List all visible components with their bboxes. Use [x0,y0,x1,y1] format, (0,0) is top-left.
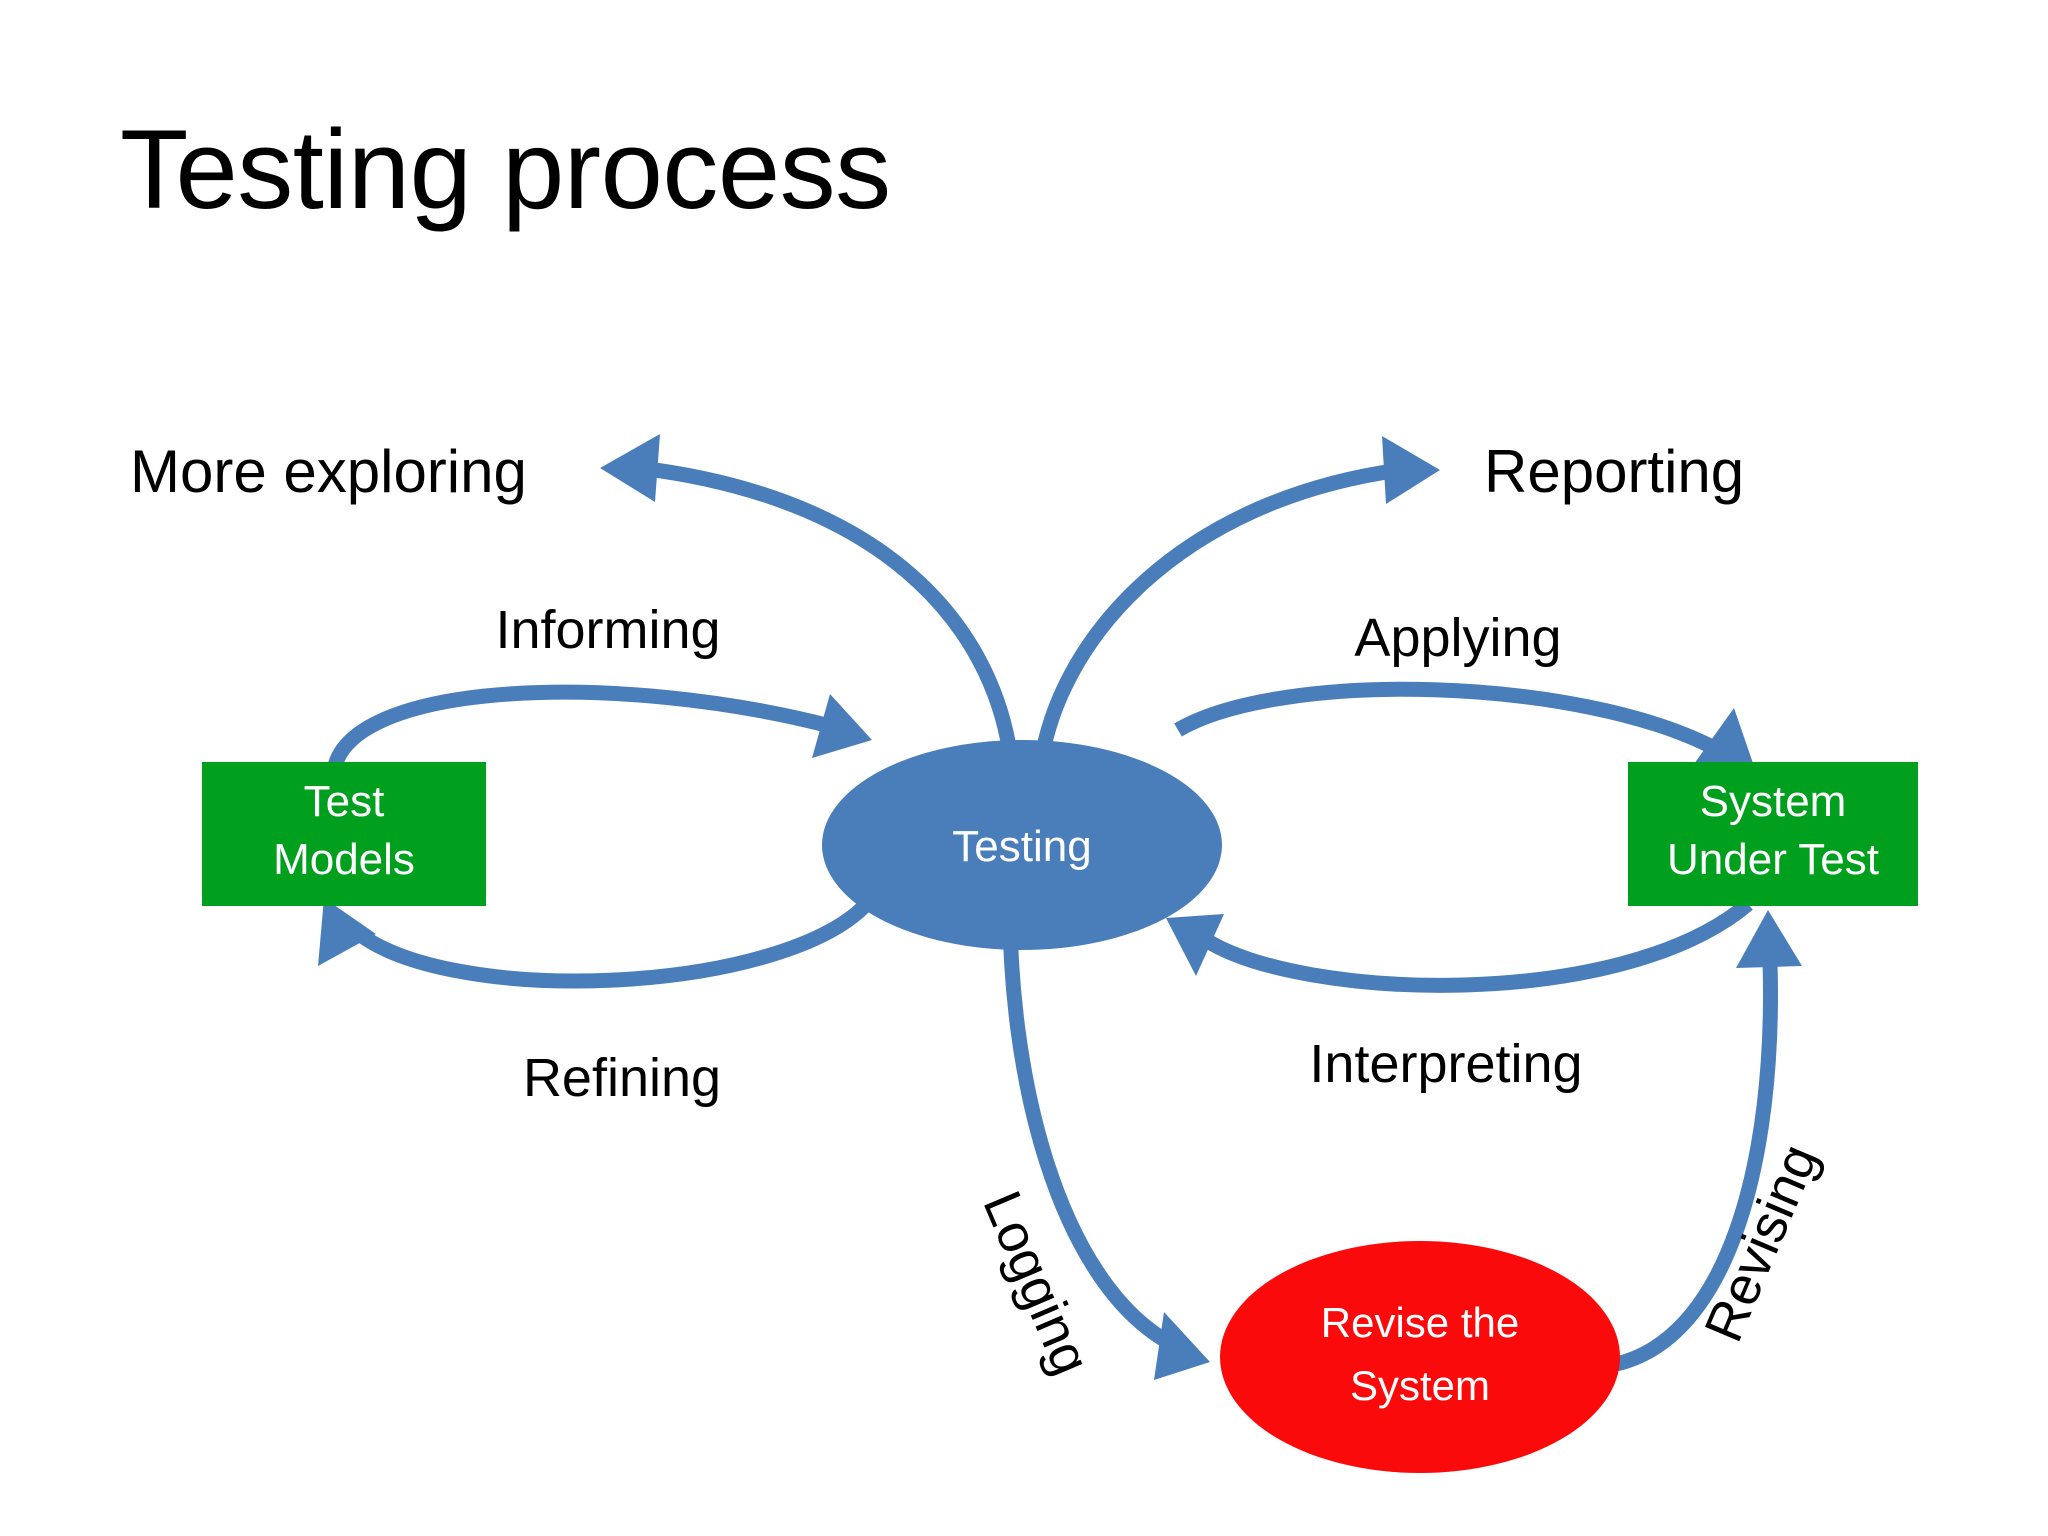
system-under-test-label-line-2: Under Test [1667,835,1879,884]
edge-refining [318,895,876,989]
revise-the-system-label-line-1: Revise the [1321,1299,1519,1346]
system-under-test-label-line-1: System [1700,777,1847,826]
node-revise-the-system[interactable]: Revise the System [1220,1241,1620,1473]
endpoint-more-exploring: More exploring [130,438,527,505]
edge-interpreting [1166,898,1753,993]
edge-label-informing: Informing [495,600,720,660]
page-title: Testing process [120,107,891,232]
testing-label: Testing [952,822,1091,871]
testing-ellipse[interactable] [822,740,1222,950]
test-models-box[interactable] [202,762,486,906]
system-under-test-box[interactable] [1628,762,1918,906]
edge-reporting [1032,436,1440,771]
test-models-label-line-2: Models [273,835,415,884]
revise-the-system-label-line-2: System [1350,1362,1490,1409]
test-models-label-line-1: Test [304,777,385,826]
node-system-under-test[interactable]: System Under Test [1628,762,1918,906]
edge-informing [326,684,872,772]
edge-more-exploring [600,434,1020,771]
edge-label-logging: Logging [971,1183,1101,1383]
revise-the-system-ellipse[interactable] [1220,1241,1620,1473]
edge-logging [1002,881,1210,1380]
node-test-models[interactable]: Test Models [202,762,486,906]
edge-label-applying: Applying [1354,608,1561,668]
endpoint-reporting: Reporting [1484,438,1744,505]
edge-label-refining: Refining [523,1048,721,1108]
edge-label-revising: Revising [1693,1136,1829,1350]
edge-applying [1174,681,1756,772]
node-testing[interactable]: Testing [822,740,1222,950]
edge-revising [1604,910,1802,1374]
edge-label-interpreting: Interpreting [1309,1034,1582,1094]
